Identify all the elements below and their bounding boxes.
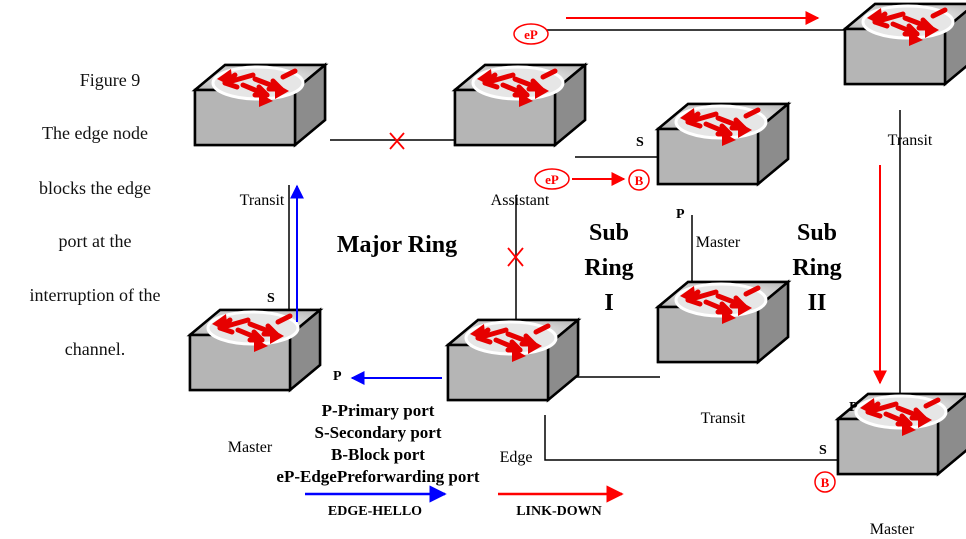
node-label-transit-sub1: Transit — [701, 410, 746, 427]
caption-line-4: port at the — [58, 231, 132, 251]
caption-line-3: blocks the edge — [39, 178, 151, 198]
caption-line-5: interruption of the — [29, 285, 161, 305]
ep-badge-assistant: eP — [534, 168, 570, 190]
legend-block-port: B-Block port — [331, 445, 425, 464]
ring-title-major: Major Ring — [337, 232, 457, 258]
caption-line-1: Figure 9 — [79, 70, 141, 90]
port-p-master-sub1: P — [676, 207, 685, 222]
break-x-major-top — [389, 132, 405, 150]
b-label-master-br: B — [821, 475, 830, 490]
ring-title-sub1-line2: Ring — [584, 255, 633, 281]
port-p-master-br: P — [849, 400, 858, 415]
switch-icon-transit-sub1 — [658, 282, 788, 362]
ring-title-sub2-line2: Ring — [792, 255, 841, 281]
legend-edge-hello-label: EDGE-HELLO — [328, 504, 422, 519]
ring-title-sub2-line3: II — [808, 290, 827, 316]
link-edge-master-br — [544, 415, 838, 461]
ep-label-assistant: eP — [545, 172, 559, 187]
node-label-master-br: Master — [870, 521, 915, 538]
block-badge-master-br: B — [814, 471, 836, 493]
switch-icon-assistant — [455, 65, 585, 145]
caption-line-2: The edge node — [42, 123, 148, 143]
node-label-master-sub1: Master — [696, 234, 741, 251]
switch-icon-master-sub1 — [658, 104, 788, 184]
legend: P-Primary port S-Secondary port B-Block … — [276, 401, 480, 486]
node-label-transit-tr: Transit — [888, 132, 933, 149]
legend-secondary-port: S-Secondary port — [314, 423, 441, 442]
ep-label-top: eP — [524, 27, 538, 42]
switch-icon-transit-tr — [845, 4, 966, 84]
caption-line-6: channel. — [64, 339, 126, 359]
ring-title-sub1-line1: Sub — [589, 220, 629, 246]
block-badge-master-sub1: B — [628, 169, 650, 191]
legend-edge-preforwarding-port: eP-EdgePreforwarding port — [276, 467, 480, 486]
node-label-edge: Edge — [500, 449, 533, 466]
switch-icon-edge — [448, 320, 578, 400]
ep-badge-top: eP — [513, 23, 549, 45]
port-s-master-br: S — [819, 443, 827, 458]
switch-icon-transit-tl — [195, 65, 325, 145]
link-break-markers — [389, 132, 524, 267]
switch-icon-master-left — [190, 310, 320, 390]
legend-primary-port: P-Primary port — [322, 401, 435, 420]
port-s-transit-tl: S — [267, 291, 275, 306]
node-label-assistant: Assistant — [491, 192, 550, 209]
node-label-master-left: Master — [228, 439, 273, 456]
node-label-transit-tl: Transit — [240, 192, 285, 209]
b-label-master-sub1: B — [635, 173, 644, 188]
port-p-master-left: P — [333, 369, 342, 384]
link-assistant-transit-tr — [530, 29, 848, 36]
break-x-assistant-edge — [507, 247, 524, 267]
legend-link-down-label: LINK-DOWN — [516, 504, 602, 519]
ring-title-sub2-line1: Sub — [797, 220, 837, 246]
ring-title-sub1-line3: I — [604, 290, 613, 316]
port-s-master-sub1: S — [636, 135, 644, 150]
